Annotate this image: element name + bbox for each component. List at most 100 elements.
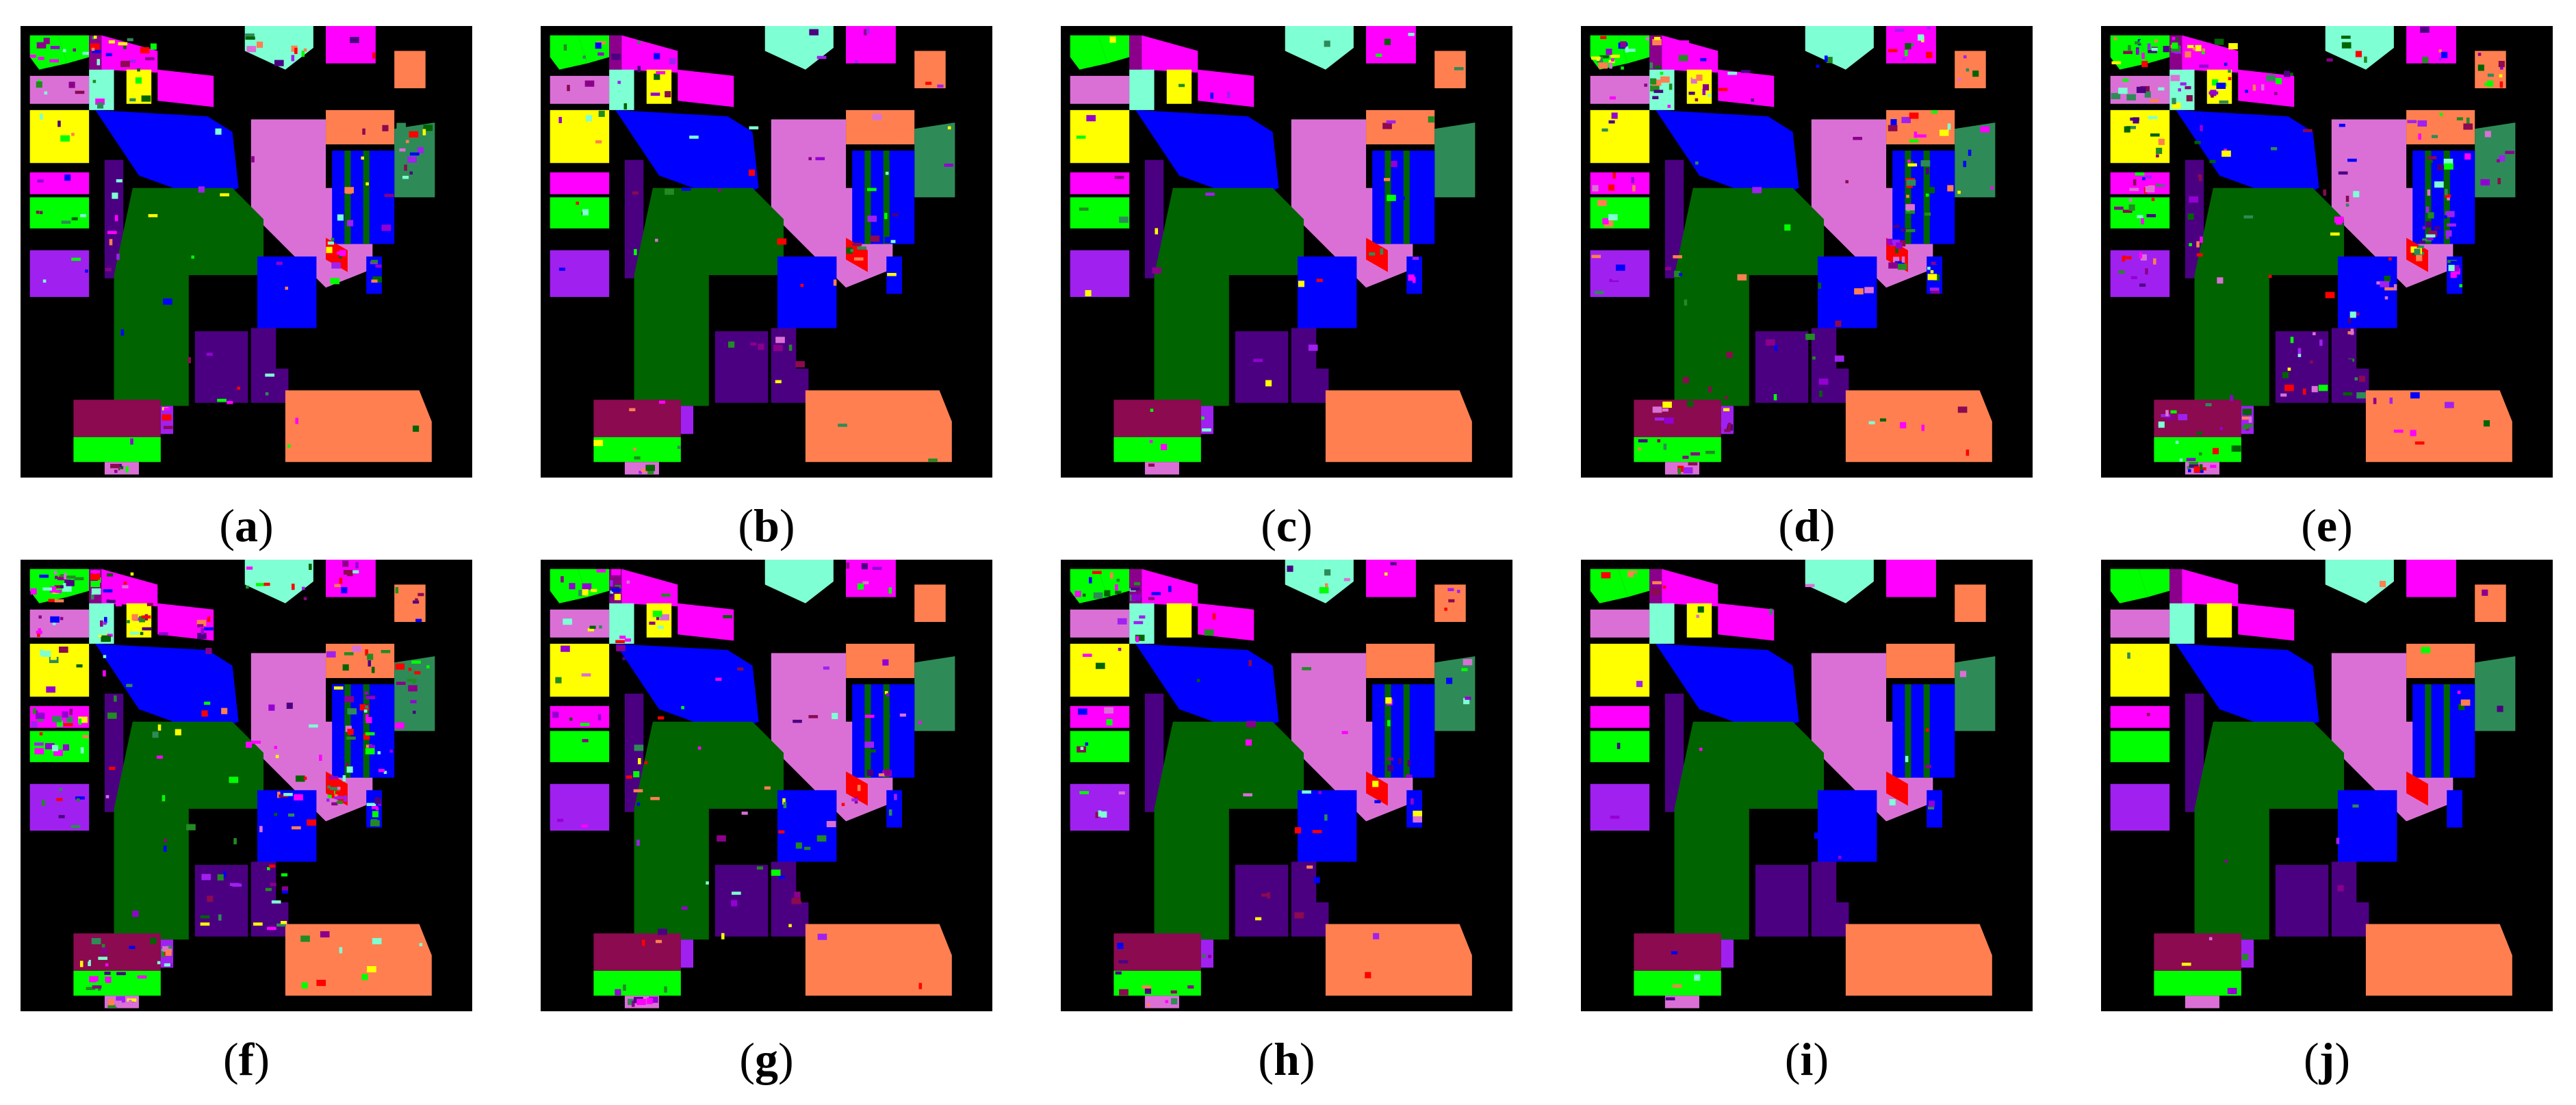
land-cover-region — [771, 653, 893, 822]
misclassified-pixel — [1312, 830, 1322, 833]
misclassified-pixel — [1611, 58, 1614, 62]
misclassified-pixel — [1376, 53, 1382, 57]
misclassified-pixel — [2228, 77, 2232, 81]
misclassified-pixel — [60, 616, 64, 621]
misclassified-pixel — [1391, 161, 1398, 168]
land-cover-region — [2185, 693, 2204, 812]
misclassified-pixel — [937, 84, 944, 88]
misclassified-pixel — [609, 590, 613, 597]
misclassified-pixel — [413, 425, 420, 432]
misclassified-pixel — [646, 998, 653, 1004]
misclassified-pixel — [116, 253, 120, 260]
paren-open: ( — [223, 1033, 239, 1085]
misclassified-pixel — [1598, 76, 1605, 83]
land-cover-region — [1366, 26, 1416, 64]
land-cover-region — [1070, 172, 1130, 194]
misclassified-pixel — [2118, 262, 2122, 269]
misclassified-pixel — [120, 60, 130, 68]
classification-map-d — [1581, 26, 2033, 478]
misclassified-pixel — [788, 344, 793, 351]
misclassified-pixel — [1463, 698, 1470, 705]
misclassified-pixel — [598, 110, 605, 117]
land-cover-region — [2185, 996, 2219, 1009]
misclassified-pixel — [2175, 441, 2179, 444]
land-cover-region — [250, 119, 373, 288]
misclassified-pixel — [2139, 252, 2143, 259]
land-cover-region — [326, 109, 395, 144]
misclassified-pixel — [334, 796, 344, 800]
misclassified-pixel — [39, 732, 43, 736]
misclassified-pixel — [404, 164, 407, 171]
misclassified-pixel — [1115, 584, 1118, 591]
misclassified-pixel — [2187, 213, 2194, 220]
misclassified-pixel — [1660, 76, 1670, 83]
misclassified-pixel — [1387, 764, 1394, 772]
misclassified-pixel — [1201, 416, 1205, 420]
map-a-svg — [21, 26, 472, 478]
land-cover-region — [2182, 35, 2239, 73]
land-cover-region — [1805, 560, 1874, 603]
land-cover-region — [104, 693, 124, 812]
misclassified-pixel — [251, 740, 261, 744]
misclassified-pixel — [51, 716, 62, 723]
land-cover-region — [2206, 603, 2232, 638]
misclassified-pixel — [2284, 385, 2294, 391]
misclassified-pixel — [2484, 131, 2491, 138]
misclassified-pixel — [1907, 159, 1911, 163]
land-cover-region — [1955, 51, 1986, 89]
land-cover-region — [2425, 684, 2432, 778]
misclassified-pixel — [399, 148, 406, 152]
misclassified-pixel — [2118, 270, 2125, 274]
misclassified-pixel — [333, 686, 344, 690]
misclassified-pixel — [855, 60, 858, 64]
panel-letter: e — [2316, 499, 2338, 551]
misclassified-pixel — [1095, 811, 1099, 818]
misclassified-pixel — [1679, 272, 1682, 276]
misclassified-pixel — [1894, 29, 1905, 32]
misclassified-pixel — [1699, 747, 1703, 751]
paren-close: ) — [2334, 1033, 2350, 1085]
misclassified-pixel — [287, 813, 295, 817]
misclassified-pixel — [123, 581, 127, 585]
misclassified-pixel — [2389, 398, 2393, 404]
misclassified-pixel — [78, 716, 88, 723]
land-cover-region — [1634, 970, 1721, 996]
misclassified-pixel — [1626, 49, 1636, 52]
misclassified-pixel — [90, 570, 101, 574]
map-h-svg — [1061, 560, 1512, 1011]
misclassified-pixel — [164, 839, 167, 842]
misclassified-pixel — [201, 710, 208, 717]
misclassified-pixel — [2410, 392, 2420, 399]
misclassified-pixel — [1627, 571, 1637, 577]
misclassified-pixel — [1752, 187, 1762, 194]
misclassified-pixel — [1812, 356, 1816, 360]
misclassified-pixel — [274, 60, 284, 66]
misclassified-pixel — [887, 272, 897, 276]
land-cover-region — [1674, 187, 1825, 406]
land-cover-region — [1905, 684, 1911, 778]
misclassified-pixel — [2384, 296, 2388, 300]
land-cover-region — [2154, 970, 2241, 996]
misclassified-pixel — [1610, 816, 1620, 819]
misclassified-pixel — [578, 590, 585, 597]
misclassified-pixel — [2358, 376, 2365, 382]
land-cover-region — [914, 656, 955, 731]
land-cover-region — [771, 119, 893, 288]
misclassified-pixel — [1737, 274, 1747, 281]
land-cover-region — [1927, 790, 1942, 828]
land-cover-region — [1955, 656, 1996, 731]
misclassified-pixel — [1454, 67, 1464, 70]
misclassified-pixel — [2135, 172, 2145, 176]
misclassified-pixel — [1765, 339, 1775, 346]
misclassified-pixel — [49, 59, 59, 63]
misclassified-pixel — [2133, 179, 2137, 186]
misclassified-pixel — [150, 937, 157, 944]
misclassified-pixel — [925, 81, 932, 86]
classification-map-h — [1061, 560, 1512, 1011]
misclassified-pixel — [371, 806, 378, 809]
misclassified-pixel — [557, 818, 564, 822]
misclassified-pixel — [131, 614, 138, 621]
misclassified-pixel — [1428, 116, 1434, 123]
misclassified-pixel — [2224, 148, 2227, 152]
misclassified-pixel — [1650, 85, 1660, 92]
